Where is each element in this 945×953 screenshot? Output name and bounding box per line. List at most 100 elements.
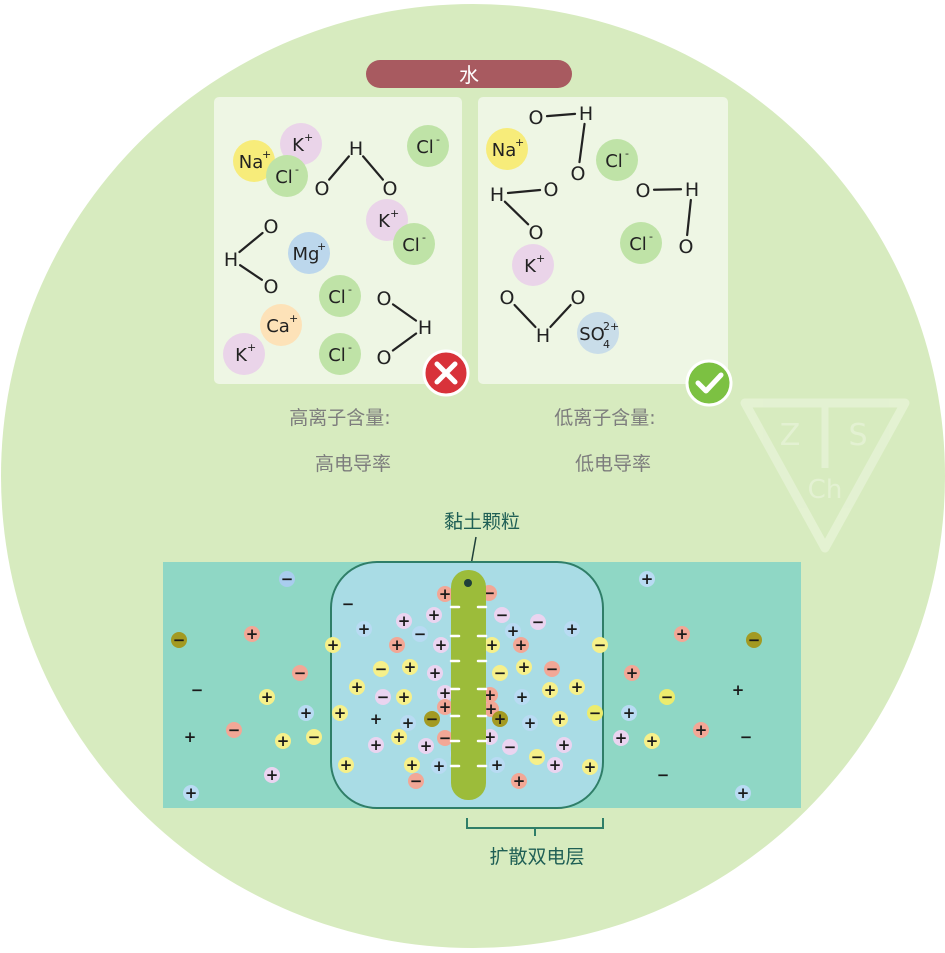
left-panel-ions: Na+K+Cl-Cl-K+Cl-Mg+Cl-Ca+K+Cl-	[223, 123, 449, 375]
charge-sign: +	[370, 736, 383, 754]
left-caption-line1: 高离子含量:	[289, 407, 390, 429]
left-ion-cl: Cl-	[319, 333, 361, 375]
particle-surface-charges	[449, 605, 488, 768]
hydrogen-atom: H	[418, 317, 432, 339]
band-cation: +	[556, 736, 572, 754]
charge-sign: −	[375, 660, 388, 678]
diffuse-layer-bracket	[466, 818, 604, 836]
charge-sign: −	[228, 721, 241, 739]
watermark-logo: Z S Ch	[740, 398, 910, 553]
charge-sign: +	[518, 658, 531, 676]
charge-sign: +	[327, 636, 340, 654]
charge-sign: +	[420, 737, 433, 755]
right-ion-cl: Cl-	[620, 222, 662, 264]
right-ion-subscript: 4	[603, 338, 610, 351]
band-anion: −	[412, 625, 428, 643]
band-cation: +	[513, 636, 529, 654]
band-cation: +	[564, 620, 580, 638]
left-ion-k: K+	[280, 123, 322, 165]
band-cation: +	[433, 636, 449, 654]
left-ion-label: Na	[239, 152, 264, 173]
band-cation: +	[552, 710, 568, 728]
band-anion: −	[171, 631, 187, 649]
left-ion-label: K	[292, 135, 305, 156]
charge-sign: +	[558, 736, 571, 754]
left-ion-charge: -	[436, 133, 440, 146]
charge-sign: −	[439, 729, 452, 747]
charge-sign: −	[740, 728, 753, 746]
left-ion-ca: Ca+	[260, 304, 302, 346]
band-anion: −	[657, 766, 670, 784]
cross-icon	[422, 349, 470, 397]
right-ion-label: Na	[492, 140, 517, 161]
header-label: 水	[459, 63, 479, 87]
charge-sign: +	[402, 714, 415, 732]
charge-sign: +	[428, 606, 441, 624]
charge-sign: +	[515, 636, 528, 654]
right-caption-line2: 低电导率	[575, 453, 651, 475]
water-molecule: OHO	[500, 287, 586, 347]
water-molecule: HOO	[377, 288, 433, 369]
right-panel	[478, 97, 728, 384]
hydrogen-atom: H	[579, 103, 593, 125]
band-cation: +	[400, 714, 416, 732]
charge-sign: +	[544, 681, 557, 699]
band-cation: +	[349, 678, 365, 696]
clay-particle	[451, 570, 486, 800]
band-anion: −	[437, 729, 453, 747]
band-anion: −	[375, 688, 391, 706]
charge-sign: +	[566, 620, 579, 638]
band-cation: +	[426, 606, 442, 624]
charge-sign: +	[439, 585, 452, 603]
oxygen-atom: O	[377, 347, 392, 369]
charge-sign: −	[308, 728, 321, 746]
band-cation: +	[404, 756, 420, 774]
charge-sign: −	[494, 664, 507, 682]
watermark-letter-2: S	[848, 418, 867, 453]
band-cation: +	[275, 732, 291, 750]
band-cation: +	[522, 714, 538, 732]
charge-sign: +	[516, 688, 529, 706]
right-ion-k: K+	[512, 244, 554, 286]
band-cation: +	[389, 636, 405, 654]
watermark-letter-3: Ch	[808, 475, 843, 505]
clay-particle-label: 黏土颗粒	[444, 511, 520, 533]
charge-sign: +	[507, 622, 520, 640]
charge-sign: −	[294, 664, 307, 682]
charge-sign: +	[184, 728, 197, 746]
band-cation: +	[427, 664, 443, 682]
band-anion: −	[279, 570, 295, 588]
charge-sign: +	[737, 784, 750, 802]
left-ion-label: Cl	[416, 137, 434, 158]
left-ion-label: K	[378, 211, 391, 232]
left-ion-charge: +	[390, 207, 399, 220]
left-ion-charge: +	[262, 148, 271, 161]
band-cation: +	[402, 658, 418, 676]
left-ion-charge: -	[295, 163, 299, 176]
charge-sign: +	[439, 684, 452, 702]
diffuse-layer-label: 扩散双电层	[489, 846, 584, 868]
charge-sign: +	[266, 766, 279, 784]
charge-sign: +	[623, 704, 636, 722]
band-cation: +	[542, 681, 558, 699]
right-caption-line1: 低离子含量:	[554, 407, 655, 429]
charge-sign: +	[646, 732, 659, 750]
charge-sign: −	[191, 681, 204, 699]
band-anion: −	[373, 660, 389, 678]
band-cation: +	[391, 728, 407, 746]
band-anion: −	[226, 721, 242, 739]
band-anion: −	[544, 660, 560, 678]
charge-sign: +	[732, 681, 745, 699]
charge-sign: +	[485, 700, 498, 718]
left-ion-charge: +	[247, 341, 256, 354]
left-ion-k: K+	[223, 333, 265, 375]
band-cation: +	[547, 756, 563, 774]
header-bar	[366, 60, 572, 88]
band-anion: −	[502, 738, 518, 756]
band-cation: +	[244, 625, 260, 643]
charge-sign: +	[549, 756, 562, 774]
left-ion-charge: +	[317, 240, 326, 253]
